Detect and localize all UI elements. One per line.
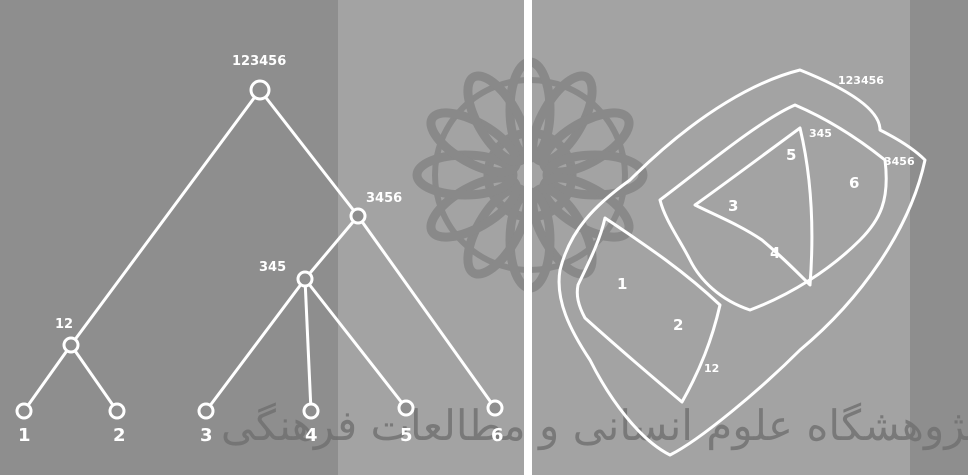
venn-element-label-6: 6: [849, 174, 859, 192]
venn-set-label-345: 345: [809, 127, 832, 140]
venn-element-label-2: 2: [673, 316, 683, 334]
tree-node-label-3456: 3456: [366, 191, 402, 206]
tree-node-4: [304, 404, 318, 418]
venn-element-label-3: 3: [728, 197, 738, 215]
tree-node-3: [199, 404, 213, 418]
tree-node-6: [488, 401, 502, 415]
tree-node-label-4: 4: [305, 425, 318, 446]
venn-element-label-4: 4: [770, 244, 780, 262]
tree-node-1: [17, 404, 31, 418]
venn-element-label-5: 5: [786, 146, 796, 164]
venn-set-label-3456: 3456: [884, 155, 915, 168]
tree-node-345: [298, 272, 312, 286]
tree-node-label-123456: 123456: [232, 54, 286, 69]
tree-node-12: [64, 338, 78, 352]
tree-node-123456: [251, 81, 269, 99]
tree-node-label-5: 5: [400, 425, 413, 446]
tree-node-5: [399, 401, 413, 415]
tree-node-2: [110, 404, 124, 418]
venn-set-label-12: 12: [704, 362, 719, 375]
tree-node-label-2: 2: [113, 425, 126, 446]
tree-node-label-6: 6: [491, 425, 504, 446]
venn-set-label-123456: 123456: [838, 74, 884, 87]
tree-node-label-12: 12: [55, 317, 73, 332]
tree-node-label-3: 3: [200, 425, 213, 446]
watermark-caption: پژوهشگاه علوم انسانی و مطالعات فرهنگی: [221, 401, 968, 451]
panel-divider: [524, 0, 532, 475]
tree-node-label-345: 345: [259, 260, 286, 275]
venn-element-label-1: 1: [617, 275, 627, 293]
tree-node-3456: [351, 209, 365, 223]
tree-node-label-1: 1: [18, 425, 31, 446]
